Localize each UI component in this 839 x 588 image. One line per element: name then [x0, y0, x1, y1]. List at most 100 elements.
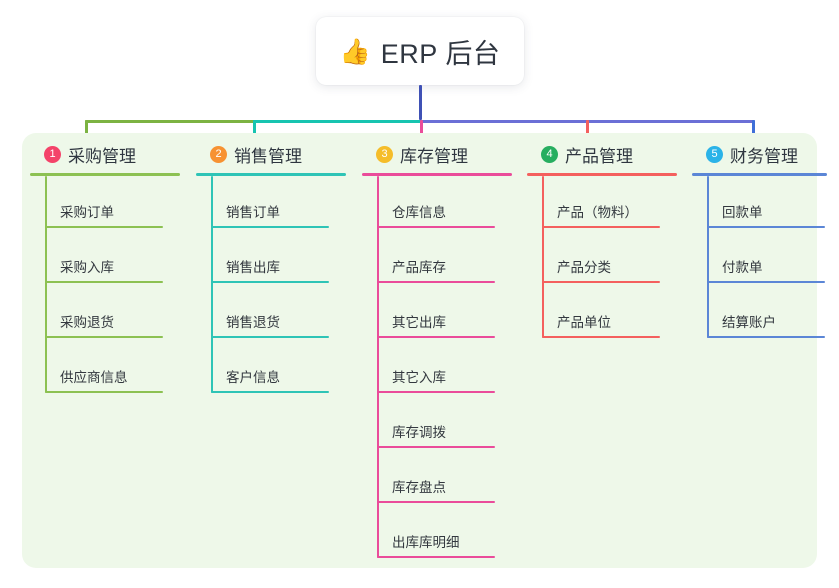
branch-badge-2: 2 — [210, 145, 227, 163]
branch-item[interactable]: 付款单 — [692, 231, 827, 286]
branch-item[interactable]: 仓库信息 — [362, 176, 512, 231]
branch-panel — [22, 133, 817, 568]
branch-item-underline — [377, 446, 495, 448]
branch-trunk-5 — [707, 176, 709, 338]
branch-item[interactable]: 结算账户 — [692, 286, 827, 341]
branch-badge-1: 1 — [44, 145, 61, 163]
branch-item-underline — [211, 226, 329, 228]
branch-item-underline — [45, 281, 163, 283]
branch-item-underline — [707, 226, 825, 228]
branch-item-label: 回款单 — [722, 205, 763, 220]
branch-item-underline — [377, 391, 495, 393]
branch-title-2: 销售管理 — [234, 146, 302, 166]
branch-trunk-2 — [211, 176, 213, 393]
branch-drop-2 — [253, 120, 256, 143]
root-stem — [419, 85, 422, 120]
spine-segment-green — [85, 120, 256, 123]
branch-header-2[interactable]: 2 销售管理 — [196, 141, 346, 167]
branch-item-underline — [707, 281, 825, 283]
branch-item-label: 库存调拨 — [392, 425, 446, 440]
root-title: ERP 后台 — [380, 38, 501, 69]
branch-item-label: 产品分类 — [557, 260, 611, 275]
branch-item-label: 其它出库 — [392, 315, 446, 330]
branch-title-5: 财务管理 — [730, 146, 798, 166]
branch-underline-5 — [692, 173, 827, 176]
branch-item-label: 采购退货 — [60, 315, 114, 330]
branch-item[interactable]: 供应商信息 — [30, 341, 180, 396]
branch-title-3: 库存管理 — [400, 146, 468, 166]
branch-item-underline — [211, 281, 329, 283]
branch-item[interactable]: 其它出库 — [362, 286, 512, 341]
branch-item[interactable]: 出库库明细 — [362, 506, 512, 561]
branch-column-3: 3 库存管理仓库信息产品库存其它出库其它入库库存调拨库存盘点出库库明细 — [362, 141, 512, 561]
branch-items-4: 产品（物料） 产品分类产品单位 — [527, 176, 677, 341]
branch-item[interactable]: 采购订单 — [30, 176, 180, 231]
branch-item[interactable]: 其它入库 — [362, 341, 512, 396]
branch-badge-3: 3 — [376, 145, 393, 163]
branch-item-label: 销售订单 — [226, 205, 280, 220]
branch-item-label: 产品库存 — [392, 260, 446, 275]
branch-items-5: 回款单付款单结算账户 — [692, 176, 827, 341]
branch-item-label: 客户信息 — [226, 370, 280, 385]
branch-underline-4 — [527, 173, 677, 176]
branch-item-underline — [707, 336, 825, 338]
branch-items-1: 采购订单采购入库采购退货供应商信息 — [30, 176, 180, 396]
branch-item-underline — [211, 391, 329, 393]
root-node[interactable]: 👍 ERP 后台 — [316, 17, 524, 85]
branch-item-underline — [45, 336, 163, 338]
branch-item-label: 出库库明细 — [392, 535, 460, 550]
branch-trunk-1 — [45, 176, 47, 393]
branch-trunk-3 — [377, 176, 379, 558]
branch-item-underline — [542, 336, 660, 338]
branch-items-3: 仓库信息产品库存其它出库其它入库库存调拨库存盘点出库库明细 — [362, 176, 512, 561]
branch-drop-4 — [586, 120, 589, 143]
branch-item[interactable]: 库存调拨 — [362, 396, 512, 451]
branch-header-5[interactable]: 5 财务管理 — [692, 141, 827, 167]
branch-item[interactable]: 产品（物料） — [527, 176, 677, 231]
branch-item[interactable]: 产品分类 — [527, 231, 677, 286]
branch-title-1: 采购管理 — [68, 146, 136, 166]
branch-item[interactable]: 采购入库 — [30, 231, 180, 286]
branch-item-underline — [211, 336, 329, 338]
branch-drop-1 — [85, 120, 88, 143]
branch-item-label: 结算账户 — [722, 315, 776, 330]
branch-item-underline — [377, 501, 495, 503]
branch-item-label: 仓库信息 — [392, 205, 446, 220]
spine-segment-teal — [253, 120, 423, 123]
branch-item[interactable]: 销售退货 — [196, 286, 346, 341]
branch-item[interactable]: 库存盘点 — [362, 451, 512, 506]
branch-header-3[interactable]: 3 库存管理 — [362, 141, 512, 167]
branch-item-label: 产品（物料） — [557, 205, 638, 220]
branch-column-5: 5 财务管理回款单付款单结算账户 — [692, 141, 827, 341]
branch-item-label: 销售退货 — [226, 315, 280, 330]
branch-item[interactable]: 产品库存 — [362, 231, 512, 286]
branch-item-underline — [542, 226, 660, 228]
branch-item[interactable]: 回款单 — [692, 176, 827, 231]
branch-column-2: 2 销售管理销售订单销售出库销售退货客户信息 — [196, 141, 346, 396]
branch-items-2: 销售订单销售出库销售退货客户信息 — [196, 176, 346, 396]
branch-underline-1 — [30, 173, 180, 176]
branch-item-label: 付款单 — [722, 260, 763, 275]
branch-item-underline — [45, 391, 163, 393]
branch-underline-3 — [362, 173, 512, 176]
branch-item[interactable]: 销售出库 — [196, 231, 346, 286]
branch-item-label: 供应商信息 — [60, 370, 128, 385]
branch-item[interactable]: 采购退货 — [30, 286, 180, 341]
branch-title-4: 产品管理 — [565, 146, 633, 166]
branch-header-1[interactable]: 1 采购管理 — [30, 141, 180, 167]
branch-item-label: 销售出库 — [226, 260, 280, 275]
branch-item[interactable]: 销售订单 — [196, 176, 346, 231]
branch-item[interactable]: 产品单位 — [527, 286, 677, 341]
branch-item[interactable]: 客户信息 — [196, 341, 346, 396]
branch-item-underline — [377, 281, 495, 283]
branch-item-underline — [45, 226, 163, 228]
branch-item-underline — [377, 336, 495, 338]
branch-item-label: 其它入库 — [392, 370, 446, 385]
branch-column-1: 1 采购管理采购订单采购入库采购退货供应商信息 — [30, 141, 180, 396]
branch-badge-5: 5 — [706, 145, 723, 163]
branch-item-label: 产品单位 — [557, 315, 611, 330]
branch-trunk-4 — [542, 176, 544, 338]
